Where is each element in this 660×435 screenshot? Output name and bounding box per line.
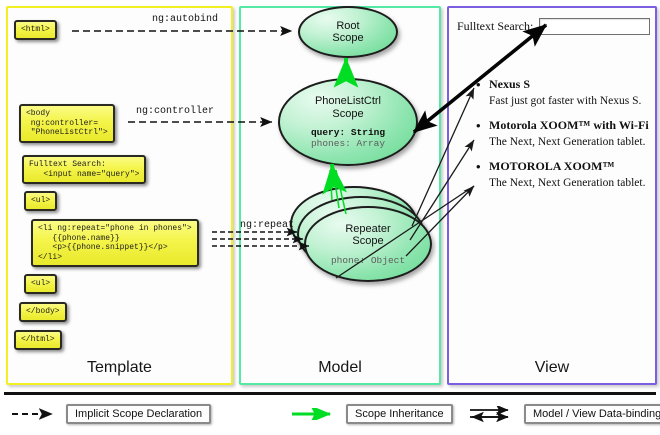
repeater-scope-title-2: Scope bbox=[352, 235, 384, 247]
template-column-label: Template bbox=[87, 359, 152, 376]
code-box-ul-open: <ul> bbox=[24, 191, 58, 211]
green-arrow-icon bbox=[292, 408, 332, 420]
phonelistctrl-prop-query: query: String bbox=[310, 127, 386, 138]
phone-snippet: The Next, Next Generation tablet. bbox=[489, 177, 646, 189]
code-box-li-repeat: <li ng:repeat="phone in phones"> {{phone… bbox=[31, 219, 199, 267]
model-column-label: Model bbox=[318, 359, 362, 376]
phonelistctrl-scope-title-1: PhoneListCtrl bbox=[314, 95, 382, 107]
legend-scope-inheritance: Scope Inheritance bbox=[290, 404, 453, 424]
legend-label: Model / View Data-binding bbox=[524, 404, 660, 424]
query-input[interactable] bbox=[539, 18, 651, 35]
ng-controller-label: ng:controller bbox=[136, 106, 215, 117]
bullet-icon: • bbox=[476, 159, 481, 174]
code-box-ul-close: <ul> bbox=[24, 274, 58, 294]
dashed-arrow-icon bbox=[12, 408, 53, 420]
repeater-scope-ellipse: Repeater Scope phone: Object bbox=[304, 206, 432, 282]
view-column-label: View bbox=[534, 359, 570, 376]
code-box-html-close: </html> bbox=[14, 330, 62, 350]
phonelistctrl-prop-phones: phones: Array bbox=[310, 138, 386, 149]
legend-divider bbox=[4, 392, 656, 395]
root-scope-ellipse: Root Scope bbox=[298, 6, 398, 58]
code-box-body-close: </body> bbox=[19, 302, 67, 322]
phone-name: •Motorola XOOM™ with Wi-Fi bbox=[476, 118, 649, 133]
bullet-icon: • bbox=[476, 118, 481, 133]
phonelistctrl-scope-title-2: Scope bbox=[332, 107, 364, 120]
legend-label: Implicit Scope Declaration bbox=[66, 404, 212, 424]
phone-name: •Nexus S bbox=[476, 77, 531, 92]
legend-implicit-scope-declaration: Implicit Scope Declaration bbox=[10, 404, 212, 424]
fulltext-search-label: Fulltext Search: bbox=[457, 19, 534, 33]
code-box-html-open: <html> bbox=[14, 20, 57, 40]
phone-snippet: Fast just got faster with Nexus S. bbox=[489, 95, 642, 107]
phone-name: •MOTOROLA XOOM™ bbox=[476, 159, 615, 174]
phone-snippet: The Next, Next Generation tablet. bbox=[489, 136, 646, 148]
list-item[interactable]: •MOTOROLA XOOM™ The Next, Next Generatio… bbox=[473, 158, 653, 192]
legend-model-view-data-binding: Model / View Data-binding bbox=[468, 404, 660, 424]
root-scope-title-1: Root bbox=[336, 19, 360, 32]
repeater-prop-phone: phone: Object bbox=[330, 254, 406, 266]
view-search-row: Fulltext Search: bbox=[457, 18, 651, 35]
code-box-body-open: <body ng:controller= "PhoneListCtrl"> bbox=[19, 104, 115, 143]
ng-repeat-label: ng:repeat bbox=[240, 220, 295, 231]
legend-label: Scope Inheritance bbox=[346, 404, 453, 424]
double-arrow-icon bbox=[470, 406, 509, 422]
list-item[interactable]: •Motorola XOOM™ with Wi-Fi The Next, Nex… bbox=[473, 117, 653, 151]
phone-list: •Nexus S Fast just got faster with Nexus… bbox=[473, 76, 653, 199]
phonelistctrl-scope-ellipse: PhoneListCtrl Scope query: String phones… bbox=[278, 78, 418, 166]
root-scope-title-2: Scope bbox=[332, 32, 364, 44]
repeater-scope-title-1: Repeater bbox=[345, 222, 391, 235]
ng-autobind-label: ng:autobind bbox=[152, 14, 219, 25]
bullet-icon: • bbox=[476, 77, 481, 92]
list-item[interactable]: •Nexus S Fast just got faster with Nexus… bbox=[473, 76, 653, 110]
code-box-fulltext-search: Fulltext Search: <input name="query"> bbox=[22, 155, 147, 184]
